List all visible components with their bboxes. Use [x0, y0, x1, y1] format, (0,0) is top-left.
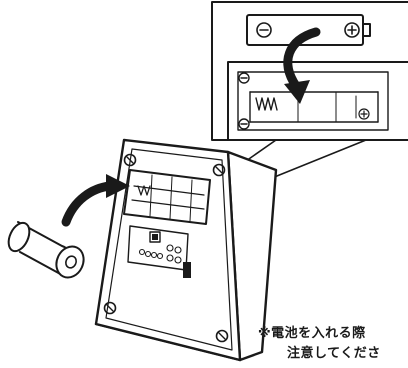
- caption-line-2: 注意してくださ: [287, 346, 381, 361]
- screw-icon: [212, 163, 226, 177]
- screw-icon: [103, 301, 117, 315]
- battery-compartment: [123, 169, 211, 225]
- loose-battery-icon: [7, 221, 85, 279]
- battery-cell-icon: [246, 14, 371, 46]
- inset-compartment: [227, 61, 408, 141]
- slot: [183, 262, 191, 278]
- device-body: [94, 138, 278, 362]
- insert-arrow-icon: [61, 174, 130, 227]
- plus-terminal-icon: [344, 22, 360, 38]
- zoom-inset: [195, 1, 408, 206]
- caption-line-1: ※電池を入れる際: [258, 326, 366, 341]
- screw-icon: [123, 153, 137, 167]
- screw-icon: [215, 329, 229, 343]
- minus-terminal-icon: [256, 22, 272, 38]
